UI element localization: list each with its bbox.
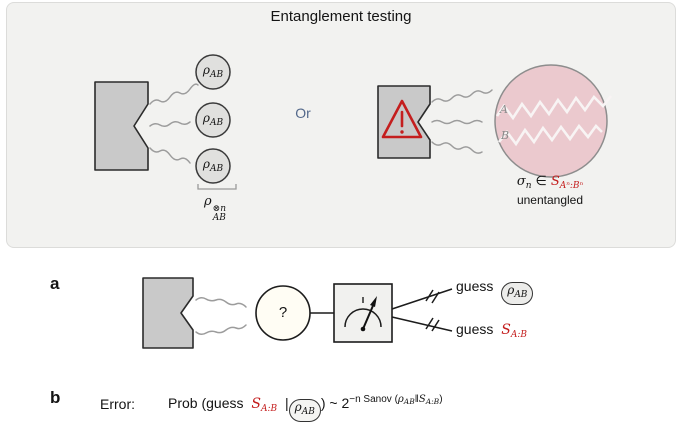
unentangled-label: unentangled xyxy=(516,193,584,207)
guess-state-label: guess ρAB xyxy=(456,278,534,305)
rho-state-label: ρAB xyxy=(202,157,224,174)
panel-a-label: a xyxy=(50,274,60,293)
forked-output-icon xyxy=(391,288,453,332)
panel-title: Entanglement testing xyxy=(270,8,412,25)
or-label: Or xyxy=(295,105,311,121)
question-mark-label: ? xyxy=(278,304,288,321)
error-formula: Prob (guess SA:B |ρAB) ~ 2−n Sanov (ρAB‖… xyxy=(168,394,443,422)
wavy-emission-icon xyxy=(195,296,247,336)
measurement-gauge-icon xyxy=(333,283,393,343)
exponent: −n Sanov (ρAB‖SA:B) xyxy=(349,394,443,406)
rho-state-label: ρAB xyxy=(202,111,224,128)
circled-rho: ρAB xyxy=(501,282,534,305)
entanglement-testing-panel xyxy=(6,2,676,248)
circled-rho: ρAB xyxy=(288,399,321,422)
guess-set-label: guess SA:B xyxy=(456,321,527,340)
rho-state-label: ρAB xyxy=(202,63,224,80)
source-device-icon xyxy=(142,277,194,349)
error-label: Error: xyxy=(100,396,135,412)
wire-a-label: A xyxy=(500,103,508,116)
sigma-membership-label: σn∈SAⁿ:Bⁿ xyxy=(516,173,584,191)
panel-b-label: b xyxy=(50,388,61,407)
wire-b-label: B xyxy=(501,129,510,142)
